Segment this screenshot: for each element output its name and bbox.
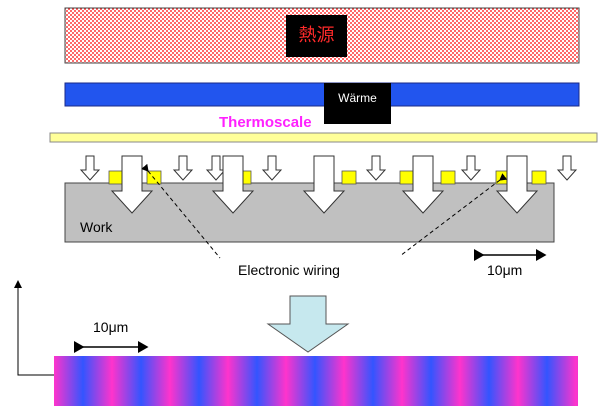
large-arrow-icon <box>495 155 539 214</box>
thermoscale-bar <box>49 132 598 143</box>
large-arrow-icon <box>211 155 255 214</box>
large-arrow-icon <box>302 155 346 214</box>
small-arrow-icon <box>556 155 578 181</box>
wiring-pad <box>440 170 456 185</box>
small-arrow-icon <box>172 155 194 181</box>
wiring-leader-left <box>141 163 221 259</box>
wiring-pad <box>531 170 547 185</box>
small-arrow-icon <box>460 155 482 181</box>
result-color-band <box>54 356 578 406</box>
large-heat-arrows <box>110 155 539 214</box>
wiring-pad <box>341 170 357 185</box>
scale-bottom-label: 10μm <box>93 319 129 335</box>
small-arrow-icon <box>205 155 227 181</box>
result-arrow-icon <box>266 295 350 353</box>
warme-bar <box>64 82 580 107</box>
wiring-pad <box>399 170 415 185</box>
thermoscale-label: Thermoscale <box>219 114 312 131</box>
large-arrow-icon <box>401 155 445 214</box>
electronic-wiring-label: Electronic wiring <box>238 262 340 278</box>
small-arrow-icon <box>261 155 283 181</box>
up-arrow-icon <box>14 280 22 288</box>
small-arrow-icon <box>79 155 101 181</box>
left-bracket-line <box>17 288 54 376</box>
small-arrow-icon <box>365 155 387 181</box>
heat-source-label: 熱源 <box>286 15 347 57</box>
wiring-pad <box>108 170 124 185</box>
warme-label: Wärme <box>324 83 391 124</box>
scale-top-label: 10μm <box>487 262 523 278</box>
work-label: Work <box>80 219 113 235</box>
